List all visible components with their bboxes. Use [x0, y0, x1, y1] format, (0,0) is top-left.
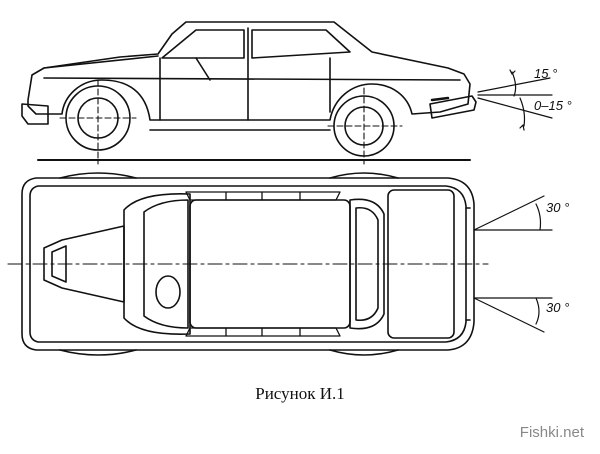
top-angle-lines — [473, 195, 553, 333]
mirror — [195, 57, 211, 81]
wheel-top-rr — [329, 349, 399, 356]
side-glass-strips — [185, 191, 341, 337]
side-angle-lines — [477, 69, 553, 131]
wheel-top-fl — [59, 172, 137, 179]
label-angle-30-lower: 30 ° — [546, 300, 569, 315]
figure-caption: Рисунок И.1 — [255, 384, 345, 403]
watermark: Fishki.net — [519, 424, 584, 441]
top-body-inner — [29, 185, 467, 343]
trunk — [387, 189, 455, 339]
front-bumper — [21, 103, 49, 125]
rear-window — [251, 29, 351, 59]
top-body-outline — [21, 177, 475, 351]
rear-window-top — [349, 198, 385, 330]
side-body-outline — [27, 21, 471, 121]
label-angle-30-upper: 30 ° — [546, 200, 569, 215]
hood-line — [43, 55, 159, 69]
label-angle-15: 15 ° — [534, 66, 557, 81]
top-view — [7, 172, 553, 356]
rear-bumper — [429, 95, 477, 119]
headlamp — [430, 96, 450, 102]
label-angle-0-15: 0–15 ° — [534, 98, 572, 113]
steering-wheel — [155, 275, 181, 309]
wheel-top-fr — [59, 349, 137, 356]
windscreen — [123, 193, 191, 335]
wheel-top-rl — [329, 172, 399, 179]
side-view — [21, 21, 553, 165]
belt-line — [43, 77, 461, 81]
front-window — [161, 29, 245, 59]
